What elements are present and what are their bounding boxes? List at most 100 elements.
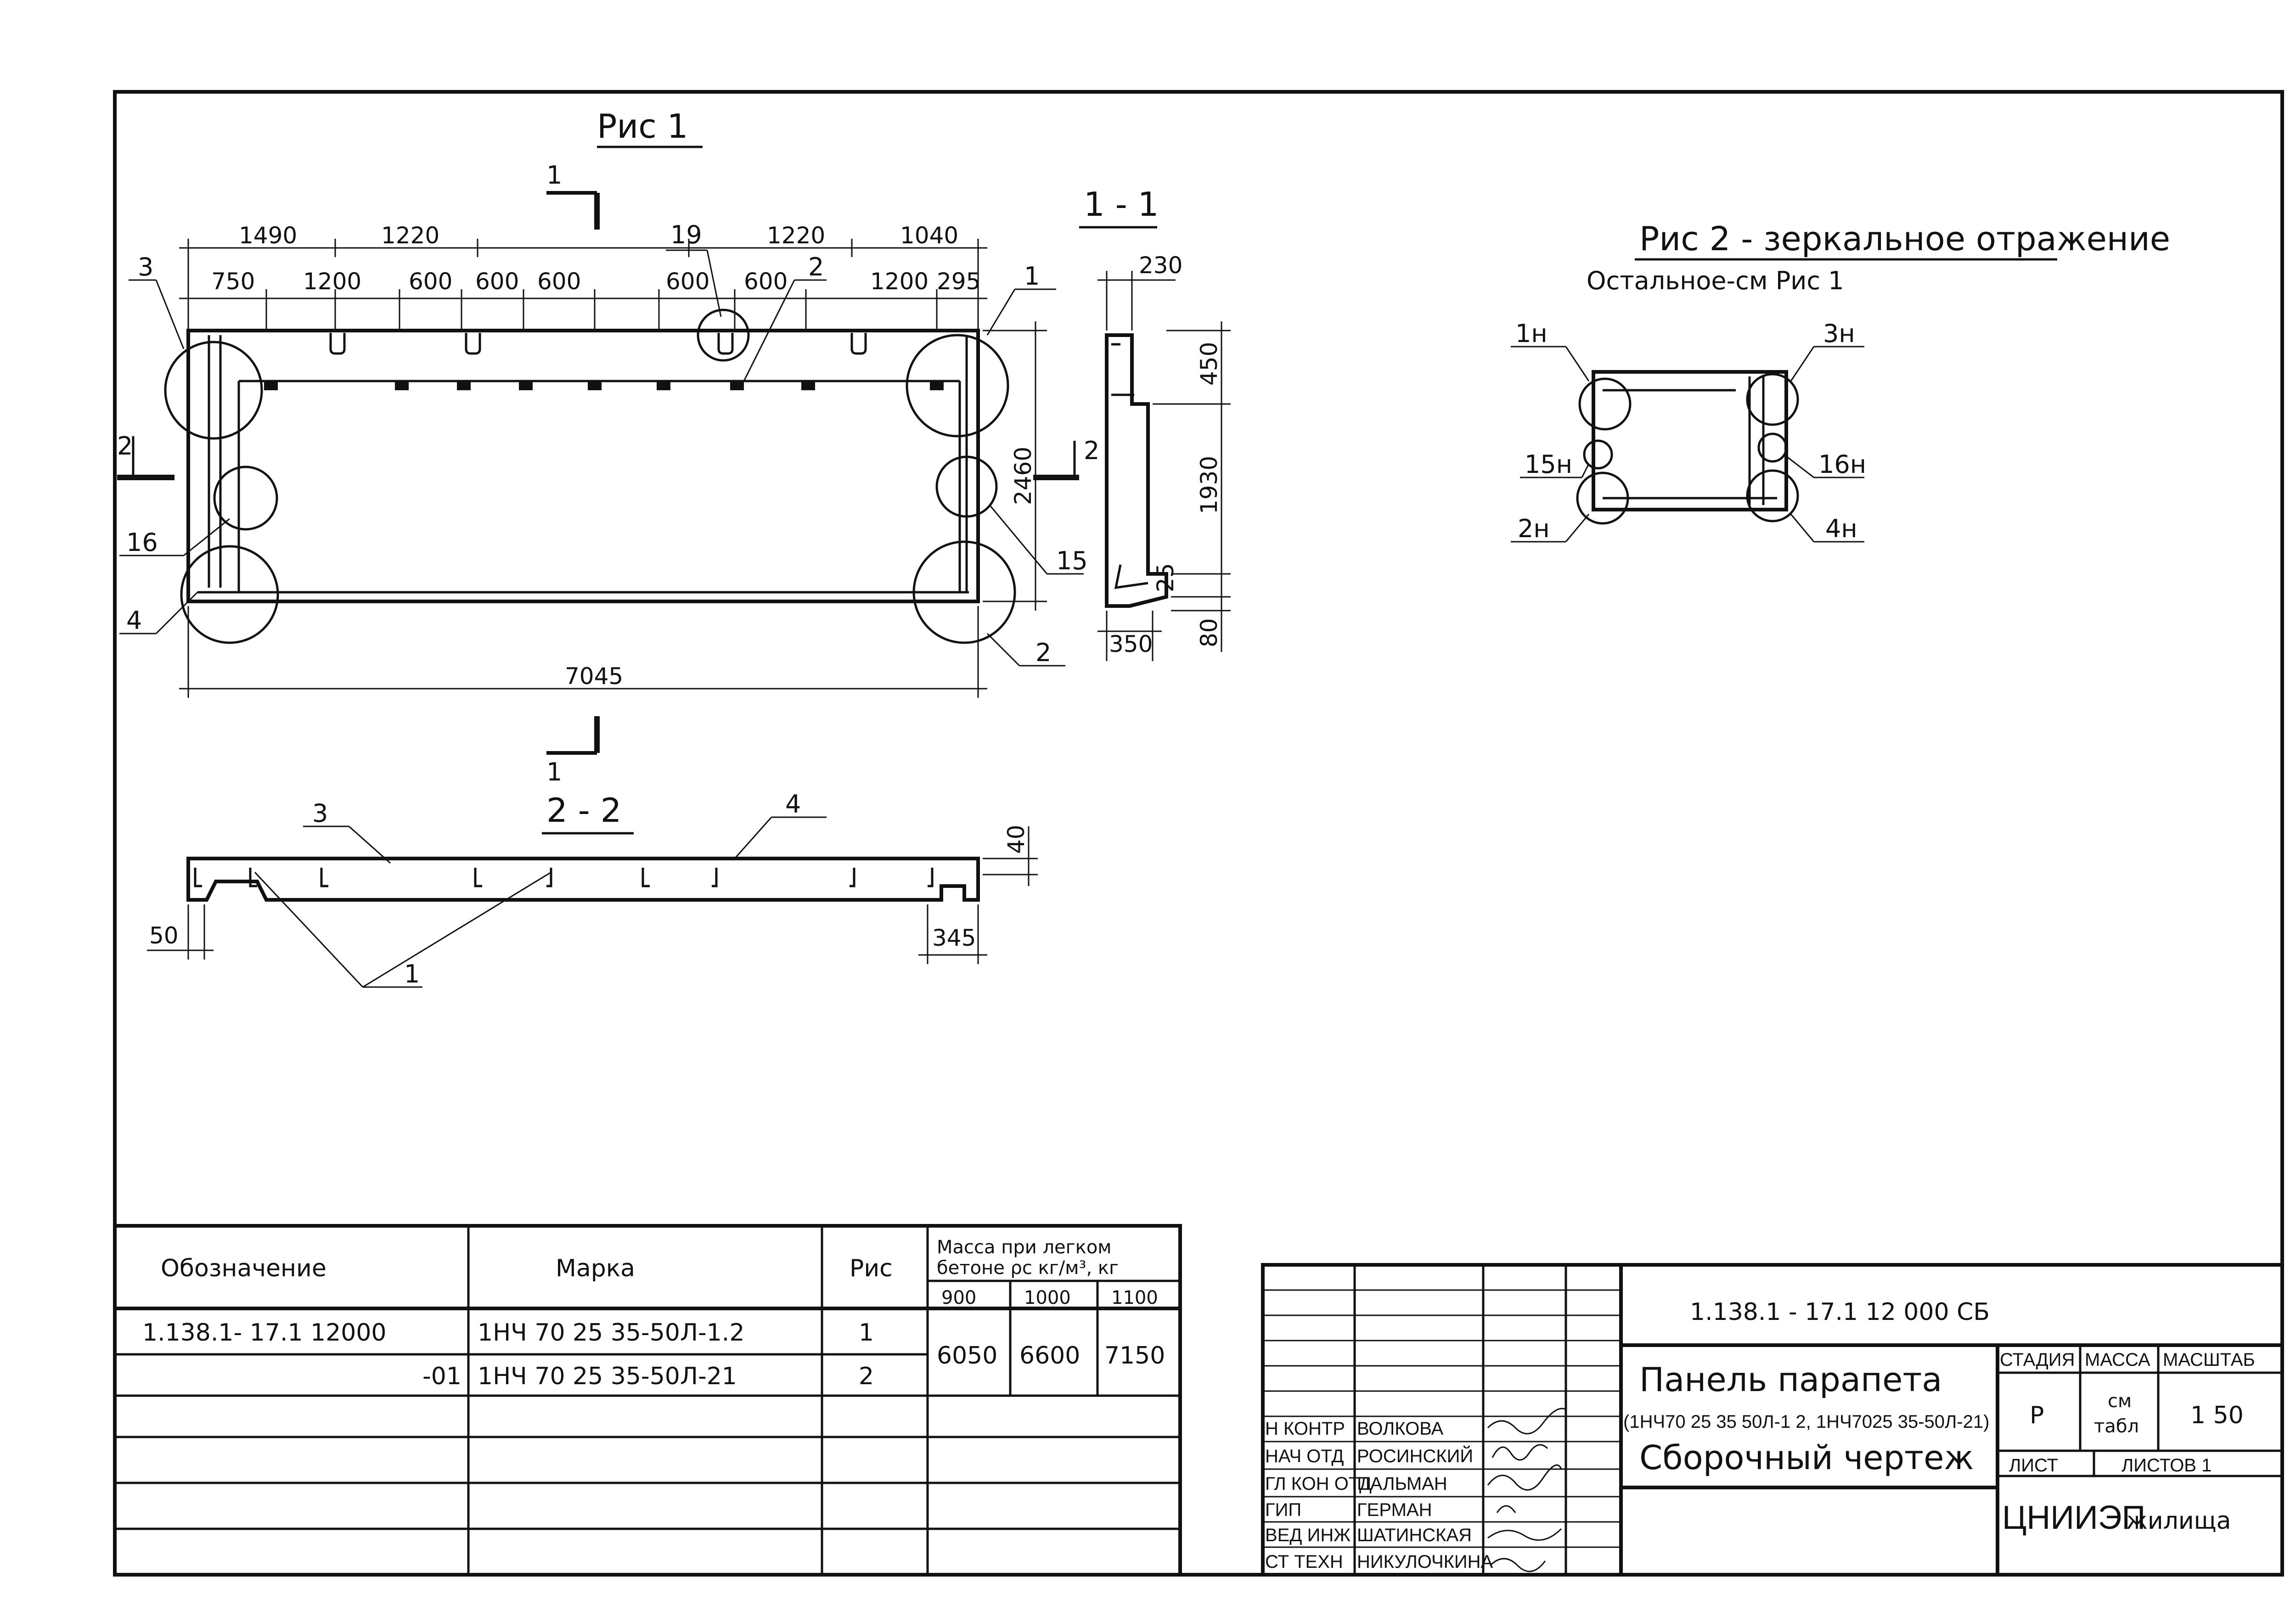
svg-text:МАСШТАБ: МАСШТАБ	[2163, 1350, 2255, 1370]
svg-text:ГЕРМАН: ГЕРМАН	[1357, 1500, 1432, 1520]
svg-text:450: 450	[1196, 342, 1222, 386]
svg-text:600: 600	[537, 268, 581, 295]
svg-text:ЦНИИЭП: ЦНИИЭП	[2002, 1499, 2145, 1536]
svg-text:РОСИНСКИЙ: РОСИНСКИЙ	[1357, 1445, 1473, 1466]
svg-text:15н: 15н	[1525, 450, 1572, 479]
section-2-2: 2 - 2 3 4 1 40 50 345	[147, 790, 1038, 988]
svg-text:1: 1	[546, 161, 562, 190]
svg-text:1000: 1000	[1024, 1287, 1071, 1308]
svg-text:жилища: жилища	[2126, 1507, 2231, 1535]
svg-text:50: 50	[149, 922, 179, 949]
sec22-title: 2 - 2	[546, 791, 621, 830]
svg-text:ГИП: ГИП	[1265, 1500, 1301, 1520]
svg-text:1н: 1н	[1515, 319, 1548, 348]
svg-text:2: 2	[117, 432, 133, 460]
svg-text:Сборочный чертеж: Сборочный чертеж	[1639, 1438, 1974, 1477]
svg-text:ВЕД ИНЖ: ВЕД ИНЖ	[1265, 1525, 1351, 1545]
svg-text:табл: табл	[2094, 1416, 2139, 1437]
svg-text:25: 25	[1152, 563, 1179, 592]
svg-text:ШАТИНСКАЯ: ШАТИНСКАЯ	[1357, 1525, 1472, 1545]
svg-text:3н: 3н	[1823, 319, 1855, 348]
svg-text:6600: 6600	[1019, 1342, 1080, 1369]
section-mark-1-bottom: 1	[546, 716, 600, 786]
svg-text:ЛИСТ: ЛИСТ	[2009, 1455, 2058, 1476]
svg-text:ГЛ КОН ОТД: ГЛ КОН ОТД	[1265, 1474, 1372, 1494]
svg-text:2: 2	[1035, 638, 1051, 667]
spec-table: Обозначение Марка Рис Масса при легком б…	[113, 1224, 1182, 1577]
svg-text:6050: 6050	[937, 1342, 997, 1369]
svg-text:1НЧ 70 25 35-50Л-1.2: 1НЧ 70 25 35-50Л-1.2	[478, 1319, 744, 1347]
sec22-profile	[186, 857, 980, 902]
svg-text:1930: 1930	[1196, 456, 1222, 514]
svg-text:600: 600	[744, 268, 788, 295]
svg-text:600: 600	[475, 268, 519, 295]
svg-text:1200: 1200	[303, 268, 361, 295]
svg-text:1220: 1220	[381, 222, 439, 249]
svg-text:4: 4	[126, 606, 142, 635]
svg-text:7045: 7045	[565, 663, 623, 690]
svg-text:Марка: Марка	[556, 1255, 635, 1282]
svg-text:НИКУЛОЧКИНА: НИКУЛОЧКИНА	[1357, 1552, 1493, 1572]
svg-text:2: 2	[1084, 436, 1099, 465]
sec11-profile	[1105, 333, 1168, 608]
svg-text:16н: 16н	[1818, 450, 1866, 479]
svg-text:345: 345	[932, 925, 976, 951]
svg-text:-01: -01	[422, 1363, 461, 1390]
svg-text:3: 3	[312, 799, 328, 828]
svg-text:(1НЧ70 25 35 50Л-1 2, 1НЧ7025: (1НЧ70 25 35 50Л-1 2, 1НЧ7025 35-50Л-21)	[1623, 1412, 1989, 1432]
fig1-title: Рис 1	[597, 107, 688, 146]
svg-text:см: см	[2108, 1391, 2132, 1412]
svg-text:2н: 2н	[1518, 514, 1550, 543]
svg-text:СТАДИЯ: СТАДИЯ	[2000, 1350, 2075, 1370]
svg-text:16: 16	[126, 528, 158, 557]
svg-text:НАЧ ОТД: НАЧ ОТД	[1265, 1446, 1344, 1466]
svg-text:ПАЛЬМАН: ПАЛЬМАН	[1357, 1474, 1447, 1494]
svg-text:1200: 1200	[870, 268, 929, 295]
svg-text:1: 1	[546, 758, 562, 786]
detail-circles	[164, 309, 1016, 644]
svg-text:1.138.1- 17.1 12000: 1.138.1- 17.1 12000	[142, 1319, 387, 1347]
svg-text:1040: 1040	[900, 222, 958, 249]
svg-text:600: 600	[666, 268, 709, 295]
svg-text:295: 295	[937, 268, 980, 295]
svg-text:бетоне ρc кг/м³, кг: бетоне ρc кг/м³, кг	[937, 1257, 1119, 1279]
svg-text:1: 1	[1024, 262, 1040, 291]
svg-text:7150: 7150	[1104, 1342, 1165, 1369]
svg-text:40: 40	[1003, 825, 1030, 854]
svg-text:80: 80	[1196, 618, 1222, 647]
dims-top-row1: 1490 1220 1220 1040	[179, 222, 987, 331]
svg-text:ЛИСТОВ 1: ЛИСТОВ 1	[2122, 1455, 2212, 1476]
svg-text:2: 2	[859, 1363, 874, 1390]
section-mark-2: 2 2	[117, 432, 1099, 480]
svg-text:15: 15	[1056, 546, 1088, 575]
svg-text:19: 19	[670, 220, 702, 249]
svg-text:230: 230	[1139, 252, 1182, 279]
figure-2: Рис 2 - зеркальное отражение Остальное-с…	[1511, 219, 2170, 543]
section-mark-1-top: 1	[546, 161, 600, 230]
svg-text:Н КОНТР: Н КОНТР	[1265, 1419, 1345, 1439]
anchor-marks	[264, 333, 944, 390]
svg-text:Масса при легком: Масса при легком	[937, 1237, 1112, 1258]
dims-top-row2: 750 1200 600 600 600 600 600 1200 295	[179, 268, 987, 331]
svg-text:СТ ТЕХН: СТ ТЕХН	[1265, 1552, 1343, 1572]
dim-bottom: 7045	[179, 606, 987, 698]
fig1-leaders: 3 19 2 1 16 4 15 2	[119, 220, 1088, 667]
svg-text:900: 900	[941, 1287, 976, 1308]
svg-text:ВОЛКОВА: ВОЛКОВА	[1357, 1419, 1444, 1439]
svg-text:4н: 4н	[1825, 514, 1857, 543]
svg-text:Панель парапета: Панель парапета	[1639, 1360, 1942, 1399]
fig2-title: Рис 2 - зеркальное отражение	[1639, 219, 2170, 258]
svg-text:Р: Р	[2030, 1402, 2044, 1429]
svg-text:1: 1	[859, 1319, 874, 1347]
svg-text:350: 350	[1109, 631, 1153, 657]
svg-text:1.138.1 - 17.1 12 000 СБ: 1.138.1 - 17.1 12 000 СБ	[1690, 1298, 1990, 1326]
svg-text:1100: 1100	[1111, 1287, 1158, 1308]
panel-outline	[186, 329, 980, 603]
sec11-title: 1 - 1	[1084, 185, 1159, 224]
section-1-1: 1 - 1 230 450 1930 25 80 350	[1079, 185, 1231, 661]
sheet-frame	[113, 90, 2284, 1577]
fig2-subtitle: Остальное-см Рис 1	[1587, 266, 1844, 295]
svg-text:Обозначение: Обозначение	[161, 1255, 326, 1282]
svg-text:Рис: Рис	[850, 1255, 893, 1282]
